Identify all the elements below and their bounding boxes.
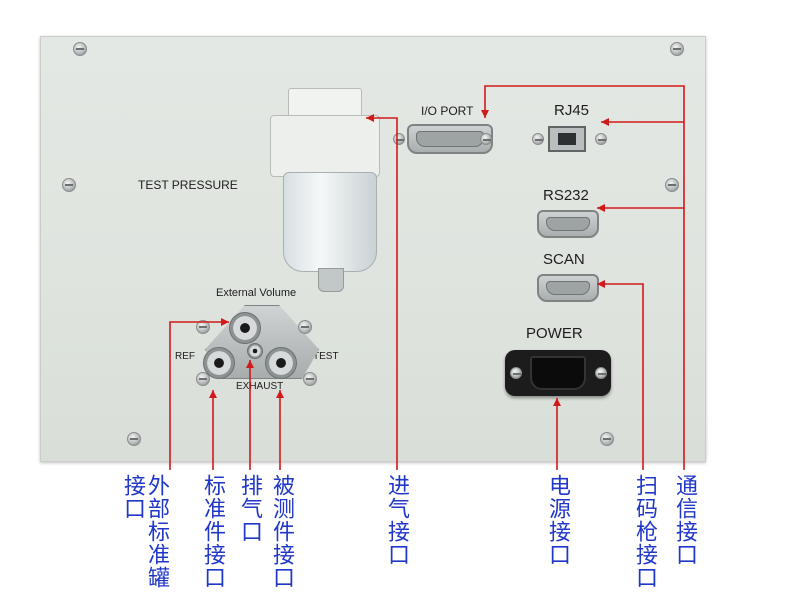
panel-screw: [600, 432, 614, 446]
annotation-exhaust-port: 排气口: [237, 474, 262, 543]
manifold-screw: [196, 320, 210, 334]
manifold-screw: [298, 320, 312, 334]
annotation-power-port: 电源接口: [545, 474, 570, 566]
scan-connector[interactable]: [537, 274, 599, 302]
power-socket-opening: [530, 356, 586, 390]
test-pressure-label: TEST PRESSURE: [138, 178, 238, 192]
annotation-scanner-port: 扫码枪接口: [632, 474, 657, 589]
leader-scan: [597, 283, 644, 470]
ref-fitting[interactable]: [203, 347, 235, 379]
leader-external-tank: [169, 321, 229, 470]
external-volume-label: External Volume: [216, 287, 297, 299]
panel-screw: [62, 178, 76, 192]
rj45-opening: [558, 133, 576, 145]
test-fitting[interactable]: [265, 347, 297, 379]
rj45-label: RJ45: [554, 102, 590, 119]
rs232-socket: [546, 217, 590, 231]
rs232-label: RS232: [543, 187, 589, 204]
annotation-standard-part-port: 标准件接口: [200, 474, 225, 589]
manifold-screw: [303, 372, 317, 386]
exhaust-label: EXHAUST: [236, 381, 284, 392]
rj45-screw: [532, 133, 544, 145]
manifold-screw: [196, 372, 210, 386]
panel-screw: [127, 432, 141, 446]
io-port-screw: [393, 133, 405, 145]
rj45-screw: [595, 133, 607, 145]
panel-screw: [670, 42, 684, 56]
leader-io: [484, 85, 685, 470]
power-screw: [595, 367, 607, 379]
rs232-connector[interactable]: [537, 210, 599, 238]
power-socket[interactable]: [505, 350, 611, 396]
annotation-tested-part-port: 被测件接口: [269, 474, 294, 589]
filter-bowl: [283, 172, 377, 272]
annotation-external-standard-tank-port: 外部标准罐接口: [120, 474, 169, 589]
io-port-screw: [480, 133, 492, 145]
power-label: POWER: [526, 325, 583, 342]
ref-label: REF: [175, 351, 195, 362]
io-port-connector[interactable]: [407, 124, 493, 154]
power-screw: [510, 367, 522, 379]
io-port-label: I/O PORT: [421, 104, 474, 118]
rj45-jack[interactable]: [548, 126, 586, 152]
annotation-air-inlet-port: 进气接口: [384, 474, 409, 566]
scan-label: SCAN: [543, 251, 585, 268]
annotation-communication-port: 通信接口: [672, 474, 697, 566]
panel-screw: [665, 178, 679, 192]
leader-air-inlet: [366, 117, 398, 470]
scan-socket: [546, 281, 590, 295]
filter-drain: [318, 268, 344, 292]
external-volume-fitting[interactable]: [229, 312, 261, 344]
test-label: TEST: [313, 351, 339, 362]
panel-screw: [73, 42, 87, 56]
exhaust-fitting[interactable]: [247, 343, 263, 359]
